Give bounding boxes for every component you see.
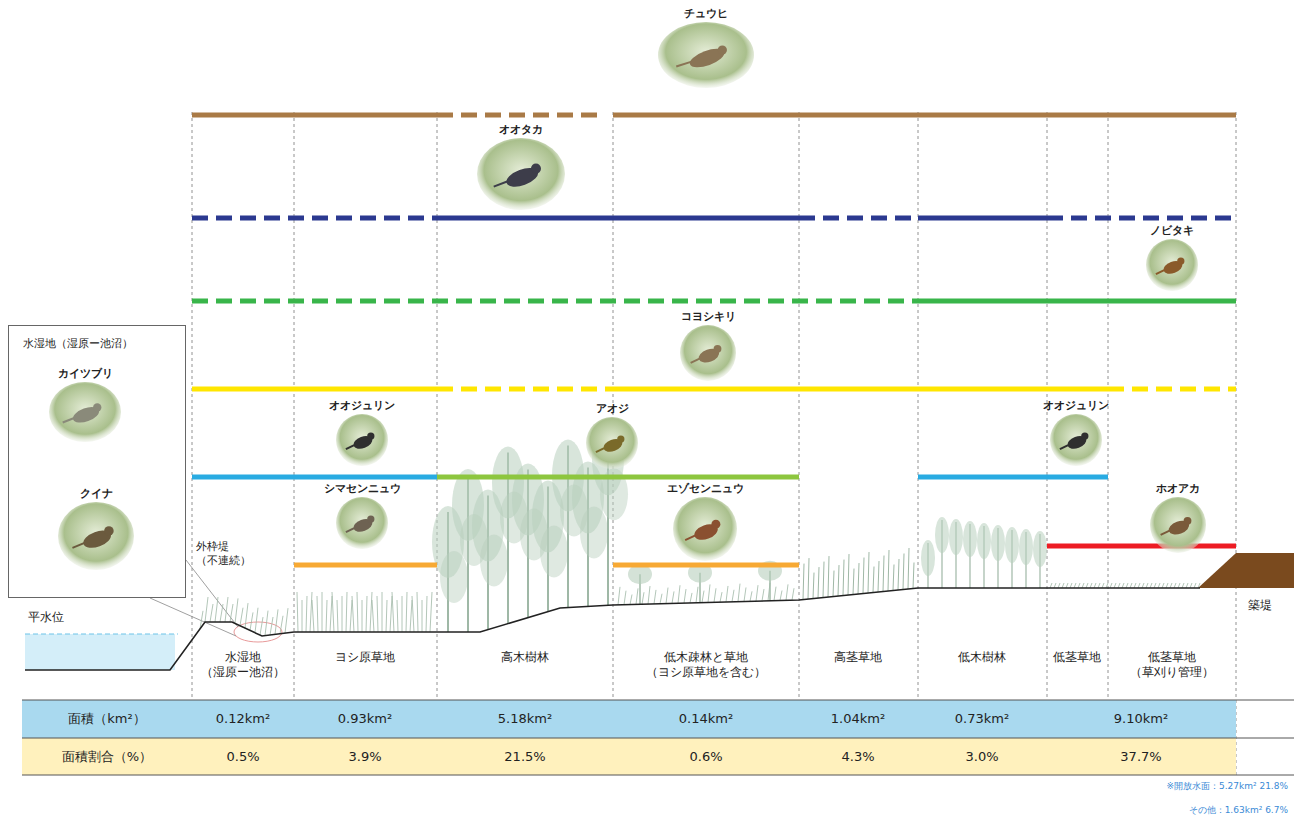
bird-photo (49, 382, 121, 442)
species-range-line (192, 216, 437, 221)
bird-name: ノビタキ (1146, 223, 1198, 238)
species-range-line (1047, 216, 1236, 221)
bird-photo (477, 138, 565, 210)
bird-photo-node: クイナ (58, 486, 134, 570)
table-row (22, 738, 1236, 775)
species-range-line (799, 216, 918, 221)
species-range-line (437, 216, 799, 221)
bird-photo (1146, 239, 1198, 291)
bird-name: カイツブリ (49, 366, 121, 381)
table-header: 面積割合（%） (23, 749, 191, 765)
table-cell: 0.6% (646, 749, 766, 765)
habitat-label: 低茎草地 (1047, 650, 1107, 665)
table-header: 面積（km²） (23, 711, 191, 727)
bird-name: オオジュリン (1043, 398, 1109, 413)
habitat-label: 高茎草地 (801, 650, 916, 665)
bird-name: クイナ (58, 486, 134, 501)
table-cell: 1.04km² (798, 711, 918, 727)
habitat-label: 低茎草地 （草刈り管理） (1109, 650, 1235, 680)
habitat-box: 水湿地（湿原ー池沼） カイツブリクイナ (8, 325, 186, 598)
bird-name: エゾセンニュウ (667, 481, 744, 496)
bird-photo (1150, 497, 1206, 553)
habitat-label: ヨシ原草地 (295, 650, 435, 665)
water-level (25, 634, 178, 635)
part-label: 外枠堤 （不連続） (196, 540, 260, 568)
species-range-line (437, 475, 799, 480)
table-cell: 3.9% (305, 749, 425, 765)
table-cell: 0.73km² (922, 711, 1042, 727)
species-range-line (613, 113, 1236, 118)
bird-photo-node: エゾセンニュウ (667, 481, 744, 561)
species-range-line (613, 387, 1108, 392)
bird-name: チュウヒ (658, 6, 754, 21)
species-range-line (294, 563, 437, 568)
species-range-line (918, 475, 1108, 480)
table-cell: 3.0% (922, 749, 1042, 765)
column-divider (192, 112, 1236, 775)
bird-photo-node: シマセンニュウ (324, 481, 401, 549)
bird-photo-node: チュウヒ (658, 6, 754, 88)
species-range-line (918, 299, 1236, 304)
bird-photo-node: ホオアカ (1150, 481, 1206, 553)
bird-photo-node: カイツブリ (49, 366, 121, 442)
table-rule (22, 700, 1294, 775)
habitat-label: 低木疎林と草地 （ヨシ原草地を含む） (616, 650, 796, 680)
bird-name: シマセンニュウ (324, 481, 401, 496)
bird-name: ホオアカ (1150, 481, 1206, 496)
species-range-line (192, 475, 437, 480)
species-range-line (192, 387, 437, 392)
table-row (22, 700, 1236, 738)
table-cell: 21.5% (465, 749, 585, 765)
table-cell: 9.10km² (1081, 711, 1201, 727)
bird-photo (336, 497, 388, 549)
bird-photo (673, 497, 737, 561)
species-range-line (192, 299, 918, 304)
table-cell: 37.7% (1081, 749, 1201, 765)
bird-photo (586, 417, 638, 469)
table-cell: 4.3% (798, 749, 918, 765)
ground-profile (25, 588, 1200, 670)
table-cell: 0.93km² (305, 711, 425, 727)
water (25, 634, 175, 670)
bird-name: コヨシキリ (680, 309, 736, 324)
species-range-line (1108, 387, 1236, 392)
bird-photo (658, 22, 754, 88)
bird-photo (1050, 414, 1102, 466)
species-range-line (918, 216, 1047, 221)
bird-name: アオジ (586, 401, 638, 416)
bird-photo (680, 325, 736, 381)
table-cell: 0.5% (183, 749, 303, 765)
bird-name: オオタカ (477, 122, 565, 137)
habitat-label: 水湿地 （湿原ー池沼） (193, 650, 293, 680)
bird-photo-node: オオジュリン (329, 398, 395, 466)
table-cell: 0.12km² (183, 711, 303, 727)
habitat-label: 高木樹林 (440, 650, 610, 665)
bird-name: オオジュリン (329, 398, 395, 413)
bird-photo-node: アオジ (586, 401, 638, 469)
table-cell: 5.18km² (465, 711, 585, 727)
bird-photo (336, 414, 388, 466)
species-range-line (1047, 544, 1236, 549)
bird-photo-node: オオジュリン (1043, 398, 1109, 466)
box-heading: 水湿地（湿原ー池沼） (9, 326, 185, 351)
bird-photo (58, 502, 134, 570)
part-label: 築堤 (1248, 598, 1292, 613)
note: ※開放水面：5.27km² 21.8% (1068, 781, 1288, 792)
bird-photo-node: オオタカ (477, 122, 565, 210)
species-range-line (437, 387, 613, 392)
species-range-line (613, 563, 799, 568)
water-level-label: 平水位 (28, 610, 88, 625)
note: その他：1.63km² 6.7% (1068, 805, 1288, 816)
embankment (1198, 553, 1294, 588)
habitat-label: 低木樹林 (920, 650, 1045, 665)
table-cell: 0.14km² (646, 711, 766, 727)
bird-photo-node: コヨシキリ (680, 309, 736, 381)
species-range-line (192, 113, 437, 118)
callout-ring (234, 622, 282, 642)
callout-line (150, 598, 236, 636)
bird-photo-node: ノビタキ (1146, 223, 1198, 291)
species-range-line (437, 113, 600, 118)
